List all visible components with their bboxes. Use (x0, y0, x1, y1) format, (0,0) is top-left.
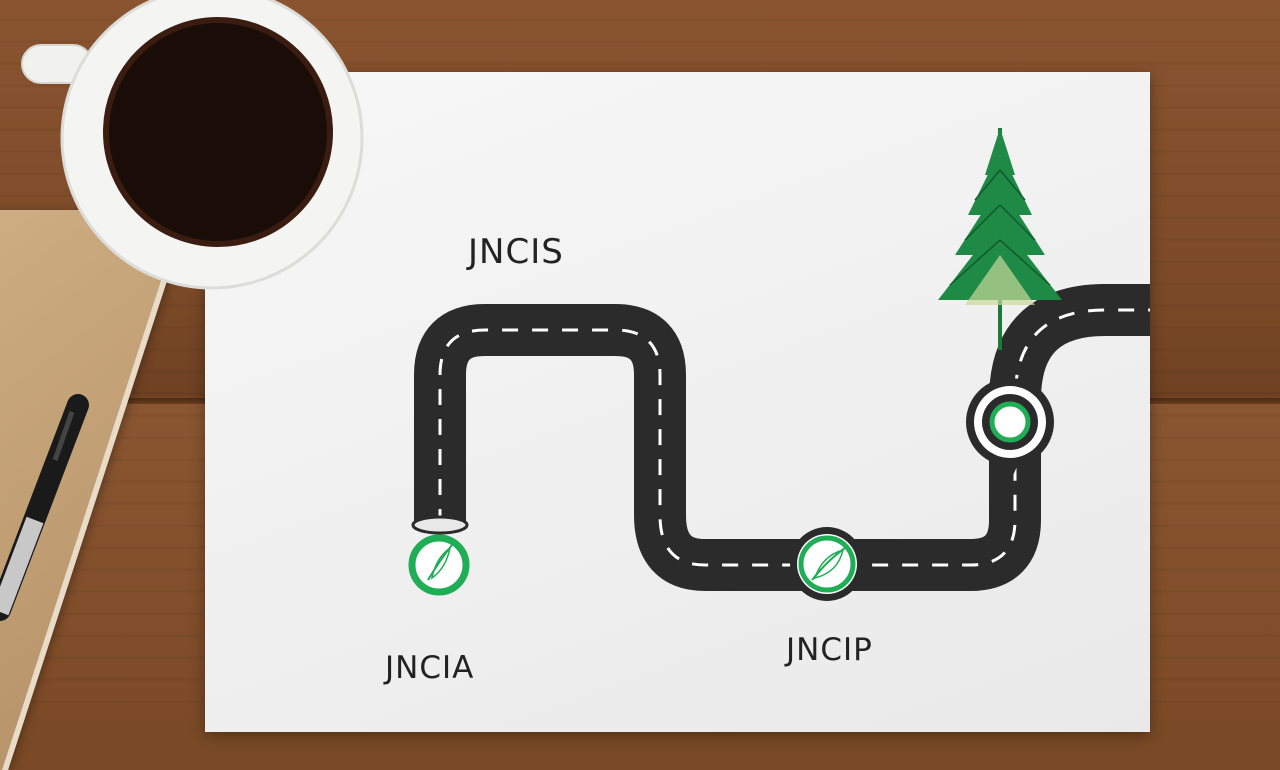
stage-marker-ring (966, 378, 1054, 482)
stage-label-jncip: JNCIP (786, 632, 873, 668)
stage-label-jncia: JNCIA (385, 650, 475, 686)
ring-icon (989, 401, 1031, 443)
pen (0, 394, 89, 621)
road-start-cap (411, 515, 469, 535)
stage-3-marker (790, 527, 864, 601)
pine-tree-icon (938, 128, 1062, 350)
coffee-cup (21, 0, 364, 290)
scene-illustration (0, 0, 1150, 621)
stage-1-marker (408, 534, 470, 596)
coffee-surface (106, 20, 330, 244)
roadmap-road (411, 284, 1150, 591)
stage-label-jncis: JNCIS (468, 232, 564, 272)
road-dashed-line (438, 308, 1150, 567)
